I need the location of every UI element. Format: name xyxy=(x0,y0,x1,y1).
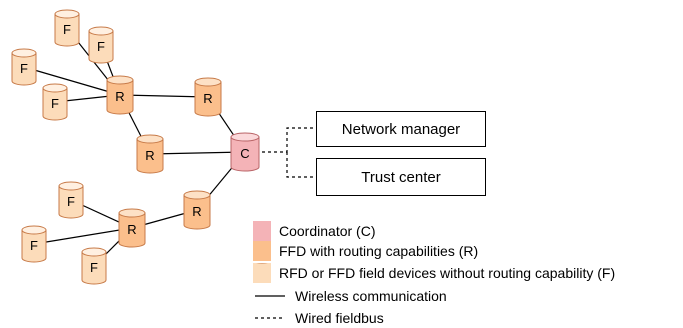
dashed-line-icon xyxy=(255,317,285,319)
legend-label-wired: Wired fieldbus xyxy=(295,310,384,326)
coordinator-node-c-label: C xyxy=(240,146,249,161)
router-node-r3-label: R xyxy=(145,148,154,163)
wired-link-trust-center xyxy=(286,152,316,178)
trust-center-label: Trust center xyxy=(361,168,441,186)
field-device-node-f5: F xyxy=(58,181,84,219)
field-device-node-f4: F xyxy=(42,83,68,121)
legend-item-field-device: RFD or FFD field devices without routing… xyxy=(253,263,615,283)
field-device-node-f6: F xyxy=(21,225,47,263)
legend-item-wired: Wired fieldbus xyxy=(253,308,384,328)
legend-coordinator-shape xyxy=(253,221,271,241)
field-device-node-f3-label: F xyxy=(20,61,28,76)
legend-label-wireless: Wireless communication xyxy=(295,288,447,304)
router-node-r2: R xyxy=(194,77,222,117)
legend-router-shape xyxy=(253,241,271,261)
router-node-r5: R xyxy=(118,208,146,248)
router-node-r2-label: R xyxy=(203,91,212,106)
field-device-node-f6-label: F xyxy=(30,238,38,253)
solid-line-icon xyxy=(255,295,285,297)
router-node-r4-label: R xyxy=(192,204,201,219)
field-device-node-f1: F xyxy=(54,9,80,47)
field-device-node-f5-label: F xyxy=(67,194,75,209)
legend-item-router: FFD with routing capabilities (R) xyxy=(253,241,478,261)
network-manager-label: Network manager xyxy=(341,120,461,138)
trust-center-box: Trust center xyxy=(316,158,486,196)
wireless-link-r5-f6 xyxy=(33,227,133,245)
router-icon xyxy=(253,241,271,261)
field-device-node-f7: F xyxy=(81,247,107,285)
field-device-node-f2: F xyxy=(88,26,114,64)
field-device-node-f3: F xyxy=(11,48,37,86)
field-device-node-f4-label: F xyxy=(51,96,59,111)
router-node-r1: R xyxy=(106,75,134,115)
coordinator-icon xyxy=(253,221,271,241)
coordinator-node-c: C xyxy=(230,132,260,172)
wireless-link-r3-c xyxy=(149,151,246,155)
router-node-r5-label: R xyxy=(127,222,136,237)
wired-fieldbus-links xyxy=(262,127,316,178)
router-node-r1-label: R xyxy=(115,89,124,104)
nodes-layer: C R R R R R F F F F F F F xyxy=(11,9,260,285)
wireless-link-r1-r2 xyxy=(119,94,209,98)
field-device-icon xyxy=(253,263,271,283)
legend-label-coordinator: Coordinator (C) xyxy=(279,223,376,239)
router-node-r3: R xyxy=(136,134,164,174)
legend-item-coordinator: Coordinator (C) xyxy=(253,221,375,241)
network-manager-box: Network manager xyxy=(316,111,486,147)
wireless-link-r1-f3 xyxy=(23,66,121,96)
field-device-node-f2-label: F xyxy=(97,39,105,54)
field-device-node-f1-label: F xyxy=(63,22,71,37)
legend-field-shape xyxy=(253,263,271,283)
wired-link-network-manager xyxy=(262,127,316,153)
field-device-node-f7-label: F xyxy=(90,260,98,275)
router-node-r4: R xyxy=(183,190,211,230)
legend-label-router: FFD with routing capabilities (R) xyxy=(279,243,479,259)
legend-label-field-device: RFD or FFD field devices without routing… xyxy=(279,265,616,281)
legend-item-wireless: Wireless communication xyxy=(253,286,447,306)
